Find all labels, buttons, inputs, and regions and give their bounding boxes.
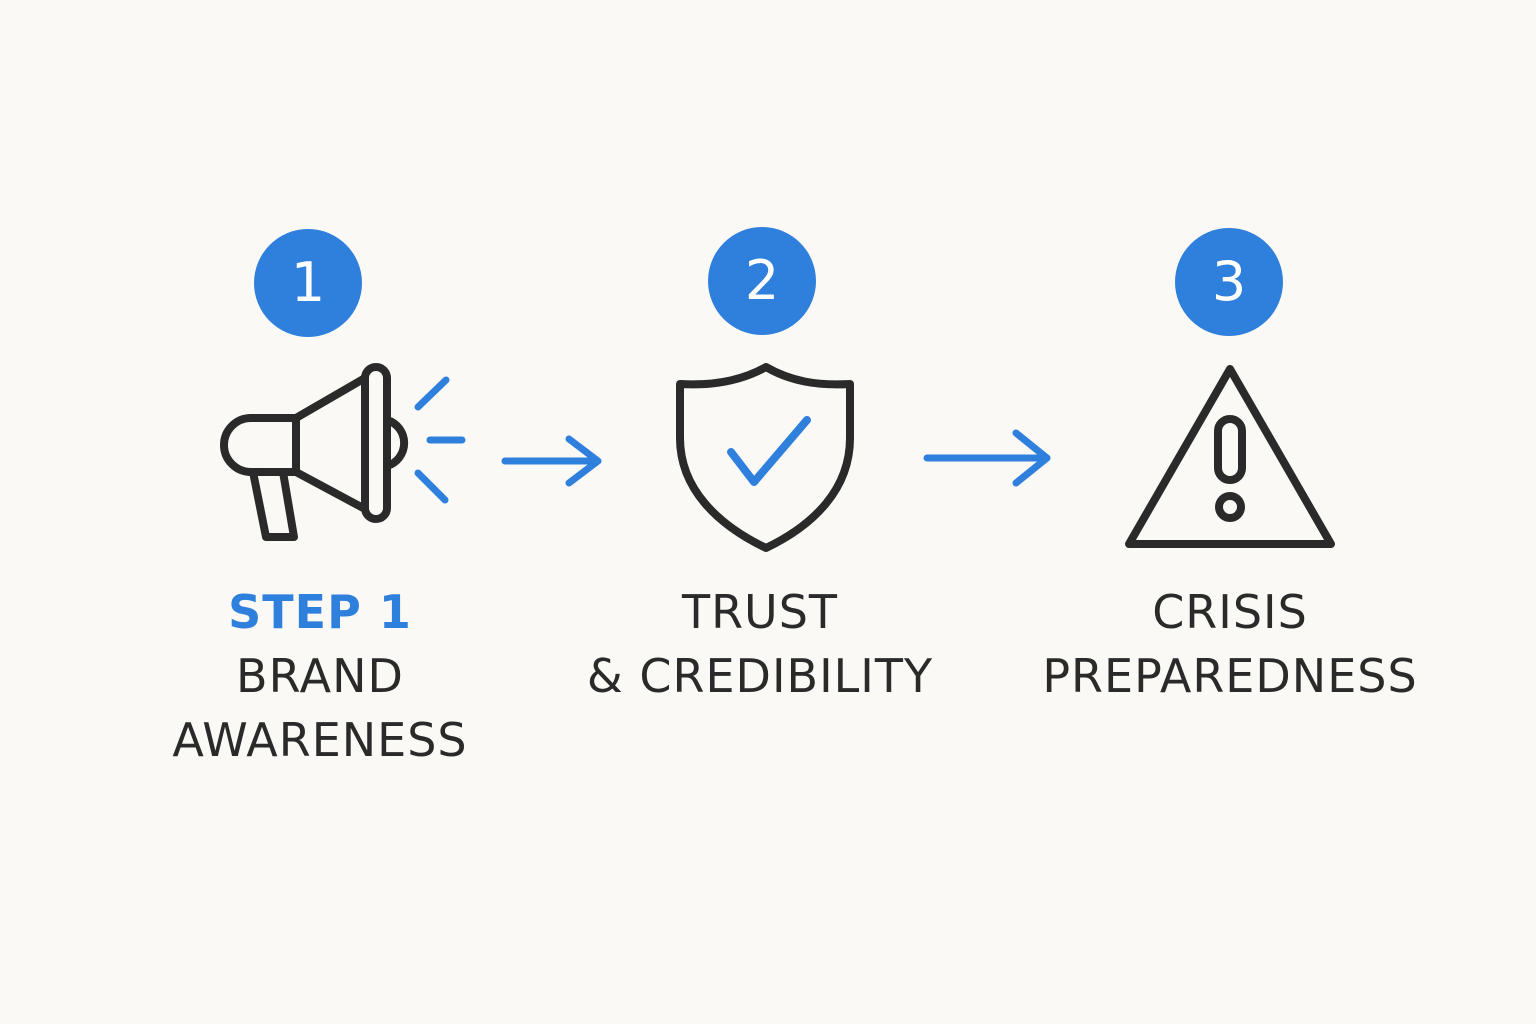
megaphone-icon (220, 363, 409, 541)
arrow-icon (501, 435, 602, 487)
step-1-label: STEP 1 BRAND AWARENESS (70, 580, 570, 772)
step-title-line: TRUST (681, 585, 839, 639)
warning-triangle-icon (1125, 365, 1335, 548)
step-title-line: PREPAREDNESS (1042, 649, 1418, 703)
step-title-line: & CREDIBILITY (586, 649, 934, 703)
shield-check-icon (676, 363, 854, 552)
sound-waves (414, 376, 466, 504)
step-number-badge: 3 (1175, 228, 1283, 336)
step-title-line: CRISIS (1152, 585, 1308, 639)
step-tag: STEP 1 (228, 585, 412, 639)
step-number-badge: 2 (708, 227, 816, 335)
step-title-line: AWARENESS (172, 713, 468, 767)
step-title-line: BRAND (236, 649, 404, 703)
step-3-label: CRISIS PREPAREDNESS (980, 580, 1480, 708)
step-2-label: TRUST & CREDIBILITY (510, 580, 1010, 708)
arrow-icon (923, 429, 1051, 487)
step-number-badge: 1 (254, 229, 362, 337)
